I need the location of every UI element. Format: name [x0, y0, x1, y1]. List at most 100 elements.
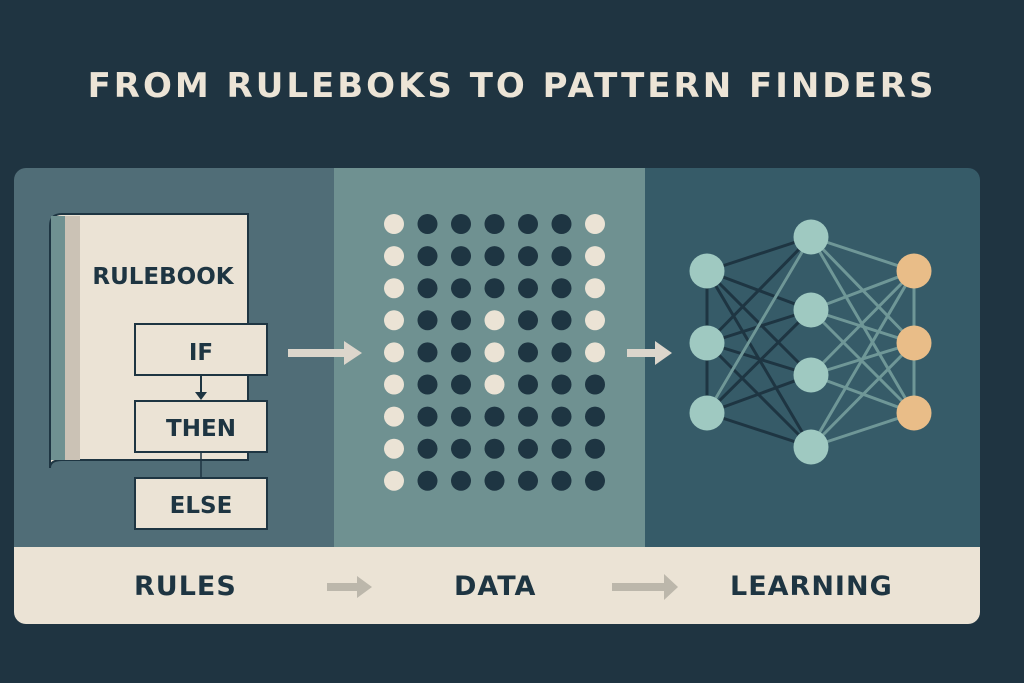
dark-dot [417, 214, 438, 234]
dark-dot [484, 214, 505, 234]
dark-dot [518, 342, 538, 363]
dark-dot [518, 310, 538, 331]
dark-dot [451, 374, 471, 395]
input-node [689, 325, 725, 361]
arrow-right-icon [288, 341, 362, 365]
else-box [134, 477, 268, 530]
network-edge [706, 341, 812, 377]
network-edge [706, 373, 812, 415]
if-box [134, 323, 268, 376]
network-edge [705, 235, 813, 345]
dark-dot [451, 438, 471, 459]
light-dot [585, 214, 605, 234]
dark-dot [518, 406, 538, 427]
arrow-right-icon [327, 576, 372, 598]
rule-flow: IF THEN ELSE [134, 323, 268, 530]
dark-dot [417, 246, 438, 267]
network-edge [810, 411, 915, 449]
dark-dot [585, 438, 605, 459]
page-title: FROM RULEBOKS TO PATTERN FINDERS [87, 66, 937, 106]
arrow-down-icon [195, 392, 207, 400]
network-edge [809, 270, 916, 448]
arrow-right-icon [612, 574, 678, 600]
dark-dot [551, 438, 572, 459]
neural-network [689, 219, 932, 465]
label-rules: RULES [134, 571, 237, 602]
network-edge [809, 341, 916, 449]
dark-dot [518, 214, 538, 234]
light-dot [384, 278, 404, 299]
light-dot [384, 246, 404, 267]
dark-dot [417, 374, 438, 395]
dark-dot [551, 406, 572, 427]
dark-dot [518, 374, 538, 395]
light-dot [384, 438, 404, 459]
dark-dot [451, 246, 471, 267]
network-edge [706, 235, 812, 273]
light-dot [585, 246, 605, 267]
dark-dot [551, 246, 572, 267]
output-node [896, 253, 932, 289]
network-edge [705, 236, 813, 414]
dark-dot [551, 342, 572, 363]
output-node [896, 325, 932, 361]
light-dot [484, 374, 505, 395]
dark-dot [451, 470, 471, 491]
dark-dot [585, 374, 605, 395]
light-dot [384, 310, 404, 331]
hidden-node [793, 292, 829, 328]
dark-dot [417, 342, 438, 363]
light-dot [585, 342, 605, 363]
light-dot [484, 310, 505, 331]
then-box [134, 400, 268, 453]
light-dot [384, 406, 404, 427]
light-dot [384, 214, 404, 234]
light-dot [384, 342, 404, 363]
dark-dot [518, 246, 538, 267]
dark-dot [551, 310, 572, 331]
light-dot [384, 374, 404, 395]
dark-dot [484, 438, 505, 459]
dark-dot [451, 310, 471, 331]
dark-dot [551, 214, 572, 234]
arrow-right-icon [627, 341, 672, 365]
network-edge [810, 308, 915, 345]
dark-dot [484, 406, 505, 427]
dark-dot [451, 278, 471, 299]
hidden-node [793, 429, 829, 465]
dark-dot [451, 214, 471, 234]
light-dot [585, 310, 605, 331]
dark-dot [551, 278, 572, 299]
light-dot [384, 470, 404, 491]
network-edge [705, 308, 813, 415]
rulebook-title: RULEBOOK [92, 264, 234, 290]
dark-dot [417, 310, 438, 331]
network-edge [809, 269, 916, 377]
light-dot [585, 278, 605, 299]
dark-dot [484, 278, 505, 299]
dark-dot [551, 470, 572, 491]
dark-dot [585, 406, 605, 427]
network-edge [810, 269, 915, 312]
else-label: ELSE [170, 493, 233, 519]
dark-dot [585, 470, 605, 491]
dark-dot [518, 470, 538, 491]
then-label: THEN [166, 416, 236, 442]
light-dot [484, 342, 505, 363]
label-learning: LEARNING [730, 571, 893, 602]
label-data: DATA [454, 571, 537, 602]
dark-dot [417, 278, 438, 299]
bottom-bar: RULES DATA LEARNING [14, 547, 980, 624]
data-dot-grid [384, 214, 605, 491]
dark-dot [417, 438, 438, 459]
network-edge [706, 411, 812, 449]
dark-dot [518, 278, 538, 299]
hidden-node [793, 219, 829, 255]
dark-dot [417, 470, 438, 491]
dark-dot [518, 438, 538, 459]
dark-dot [451, 406, 471, 427]
dark-dot [484, 470, 505, 491]
dark-dot [484, 246, 505, 267]
input-node [689, 395, 725, 431]
